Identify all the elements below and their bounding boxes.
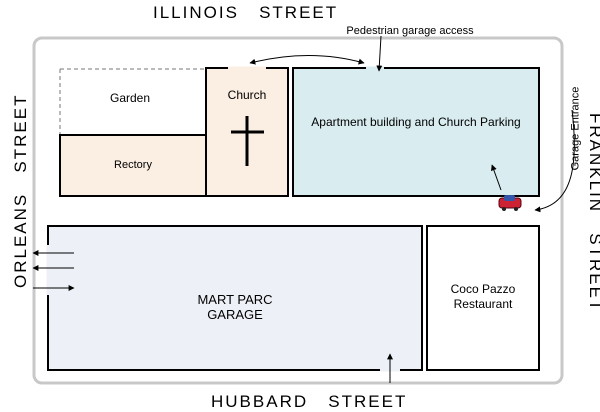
street-label-north: ILLINOIS STREET: [153, 3, 339, 22]
church-to-garage-arrow: [249, 55, 365, 65]
pedestrian-access-label: Pedestrian garage access: [346, 25, 474, 37]
apartment-label: Apartment building and Church Parking: [311, 115, 521, 129]
rectory-label: Rectory: [114, 159, 152, 171]
garage-entrance-label: Garage Entrance: [569, 86, 582, 171]
church-label: Church: [227, 88, 267, 102]
garage-entrance-arrow: [534, 109, 575, 213]
garden-label: Garden: [109, 91, 151, 105]
garage-label: MART PARC GARAGE: [170, 292, 300, 322]
block-outline: [32, 36, 564, 385]
restaurant-label-line2: Restaurant: [453, 297, 513, 311]
garage-building: [47, 225, 423, 371]
pedestrian-access-arrow: [376, 35, 383, 72]
garage-label-line2: GARAGE: [207, 307, 263, 322]
restaurant-label-line1: Coco Pazzo: [450, 282, 516, 296]
garden-boundary: [59, 68, 206, 135]
garage-label-line1: MART PARC: [197, 292, 273, 307]
restaurant-label: Coco Pazzo Restaurant: [430, 282, 536, 312]
car-icon: [498, 195, 522, 211]
church-cross-icon: [231, 116, 264, 166]
restaurant-building: [426, 225, 540, 371]
apartment-building: [292, 67, 540, 197]
street-label-west: ORLEANS STREET: [11, 93, 30, 288]
car-direction-arrow: [491, 164, 502, 191]
street-label-south: HUBBARD STREET: [211, 392, 408, 411]
street-label-east: FRANKLIN STREET: [586, 113, 600, 313]
